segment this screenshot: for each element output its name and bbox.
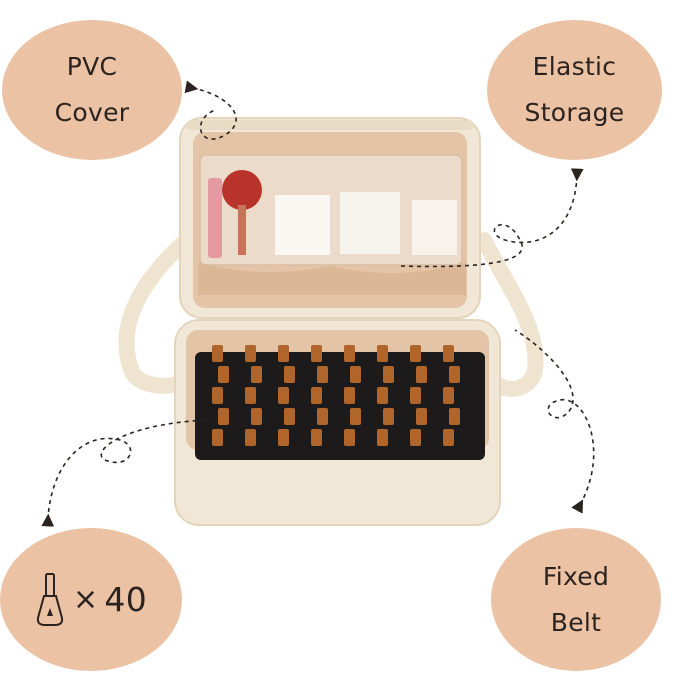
fixed-line1: Fixed	[542, 561, 610, 591]
pvc-cover-callout: PVC Cover	[2, 20, 182, 160]
bottle-cap	[212, 429, 223, 446]
bottle-cap	[245, 345, 256, 362]
capacity-callout: × 40	[0, 528, 182, 671]
bottle-cap	[251, 366, 262, 383]
sticker-sheet-1	[275, 195, 330, 255]
pvc-callout-line	[184, 80, 237, 140]
belt-callout-line	[514, 329, 595, 514]
sticker-sheet-2	[340, 192, 400, 254]
bottle-cap	[245, 429, 256, 446]
times-sign: ×	[72, 581, 99, 617]
bottle-cap	[350, 408, 361, 425]
fixed-line2: Belt	[550, 607, 602, 637]
bottle-cap	[350, 366, 361, 383]
left-strap	[118, 224, 204, 394]
bottle-count: 40	[104, 579, 148, 619]
bottle-cap	[443, 345, 454, 362]
bottle-cap	[311, 429, 322, 446]
right-strap	[476, 232, 544, 397]
bottle-cap	[311, 387, 322, 404]
brush-handle	[238, 205, 246, 255]
bottle-cap	[218, 408, 229, 425]
elastic-line2: Storage	[524, 98, 625, 127]
bottle-cap	[383, 366, 394, 383]
brush-head	[222, 170, 262, 210]
bottle-cap	[416, 366, 427, 383]
bottle-cap	[383, 408, 394, 425]
bottle-cap	[416, 408, 427, 425]
bottle-cap	[443, 429, 454, 446]
bottle-cap	[212, 345, 223, 362]
bottle-cap	[245, 387, 256, 404]
bottle-cap	[377, 429, 388, 446]
bottle-cap	[344, 429, 355, 446]
bottle-cap	[311, 345, 322, 362]
bottle-cap	[212, 387, 223, 404]
bottle-cap	[410, 429, 421, 446]
pvc-line1: PVC	[66, 52, 118, 81]
bottle-cap	[317, 408, 328, 425]
elastic-callout-line	[399, 168, 584, 268]
elastic-line1: Elastic	[532, 52, 617, 81]
bottle-cap	[218, 366, 229, 383]
bottle-grid	[212, 345, 460, 446]
bottle-cap	[284, 408, 295, 425]
nail-polish-bottle-icon	[36, 572, 64, 626]
bottle-cap	[284, 366, 295, 383]
bottle-cap	[344, 345, 355, 362]
bottle-cap	[278, 345, 289, 362]
bottle-cap	[410, 345, 421, 362]
bottle-cap	[317, 366, 328, 383]
bottle-cap	[410, 387, 421, 404]
bottle-cap	[443, 387, 454, 404]
bottle-cap	[449, 366, 460, 383]
bottle-cap	[377, 345, 388, 362]
sticker-sheet-3	[412, 200, 457, 255]
fixed-belt-callout: Fixed Belt	[491, 528, 661, 671]
bottle-cap	[251, 408, 262, 425]
elastic-storage-callout: Elastic Storage	[487, 20, 662, 160]
bottle-cap	[377, 387, 388, 404]
capacity-callout-line	[41, 419, 206, 527]
pvc-line2: Cover	[54, 98, 130, 127]
bottle-cap	[449, 408, 460, 425]
elastic-pocket	[198, 262, 466, 295]
lid-top-seam	[186, 120, 474, 130]
bottle-cap	[278, 387, 289, 404]
lip-tube	[208, 178, 222, 258]
bottle-cap	[344, 387, 355, 404]
bottle-cap	[278, 429, 289, 446]
